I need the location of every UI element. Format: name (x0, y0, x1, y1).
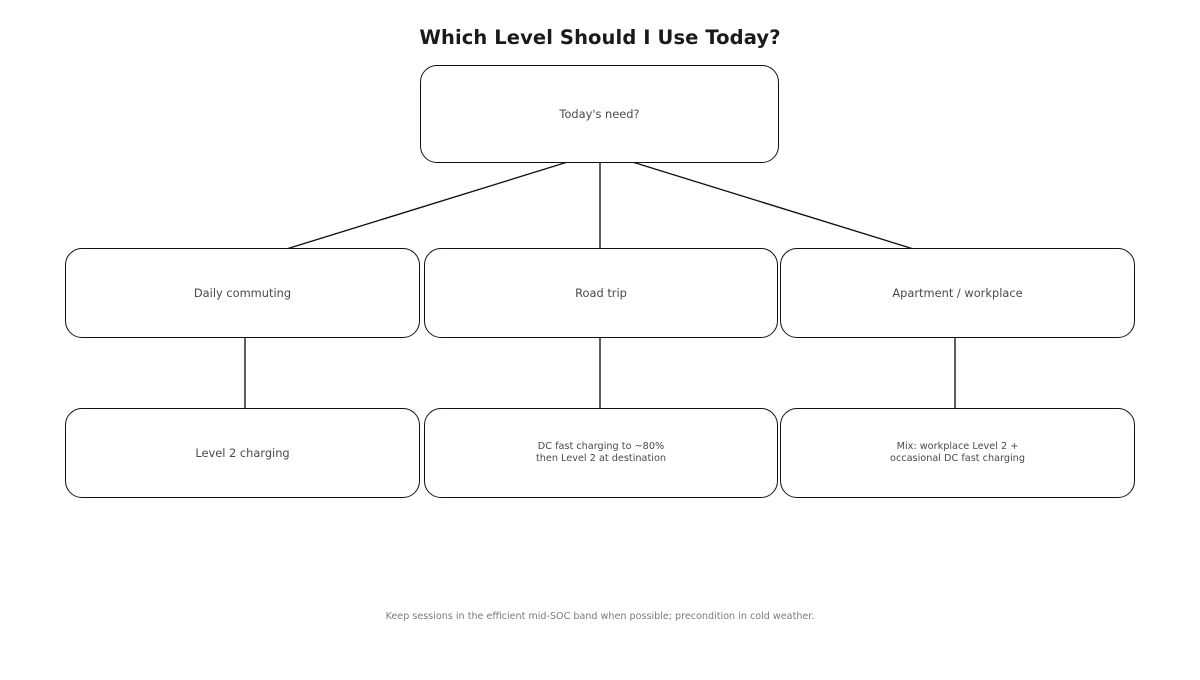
node-label-dc-fast-charging: DC fast charging to ~80% then Level 2 at… (535, 440, 667, 464)
node-dc-fast-charging[interactable]: DC fast charging to ~80% then Level 2 at… (424, 408, 778, 498)
node-level-2-charging[interactable]: Level 2 charging (65, 408, 420, 498)
node-label-todays-need: Today's need? (559, 106, 640, 121)
node-apartment-workplace[interactable]: Apartment / workplace (780, 248, 1135, 338)
chart-caption: Keep sessions in the efficient mid-SOC b… (385, 611, 815, 622)
node-road-trip[interactable]: Road trip (424, 248, 778, 338)
node-label-apartment-workplace: Apartment / workplace (892, 285, 1023, 300)
node-mix-workplace-dc[interactable]: Mix: workplace Level 2 + occasional DC f… (780, 408, 1135, 498)
edge-root-to-apartment (599, 151, 955, 263)
node-todays-need[interactable]: Today's need? (420, 65, 779, 163)
node-label-mix-workplace-dc: Mix: workplace Level 2 + occasional DC f… (890, 440, 1025, 464)
node-label-level-2-charging: Level 2 charging (195, 445, 290, 460)
page-title: Which Level Should I Use Today? (419, 26, 781, 49)
node-label-daily-commuting: Daily commuting (193, 285, 292, 300)
edge-root-to-commute (245, 151, 601, 263)
node-label-road-trip: Road trip (575, 285, 627, 300)
node-daily-commuting[interactable]: Daily commuting (65, 248, 420, 338)
